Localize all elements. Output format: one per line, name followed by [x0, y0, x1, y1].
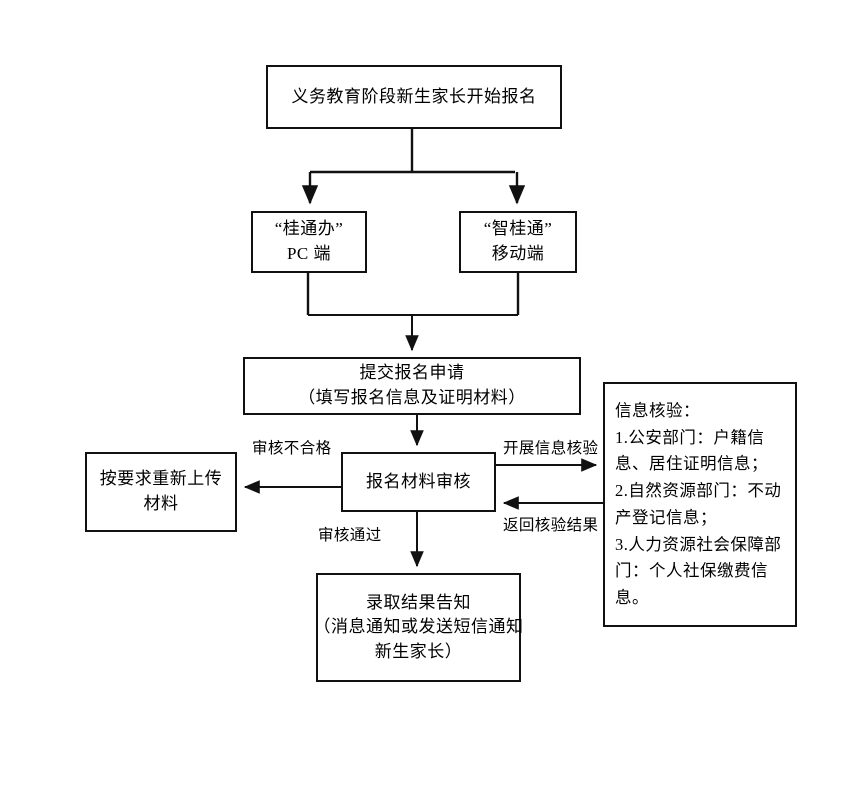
- edge-label-return-verification: 返回核验结果: [503, 517, 599, 534]
- node-channel-pc-line-1: “桂通办”: [274, 219, 344, 239]
- node-submit-application: 提交报名申请 （填写报名信息及证明材料）: [243, 357, 581, 415]
- node-channel-mobile-line-1: “智桂通”: [483, 219, 553, 239]
- edge-label-start-verification: 开展信息核验: [503, 440, 599, 457]
- node-reupload-line-1: 按要求重新上传: [99, 469, 223, 489]
- node-admission-result-notice: 录取结果告知 （消息通知或发送短信通知 新生家长）: [313, 573, 524, 682]
- node-result-line-1: 录取结果告知: [366, 592, 471, 612]
- node-channel-pc-line-2: PC 端: [286, 244, 332, 263]
- node-channel-mobile: “智桂通” 移动端: [459, 211, 577, 273]
- node-start-registration: 义务教育阶段新生家长开始报名: [266, 65, 562, 129]
- node-review-line-1: 报名材料审核: [366, 471, 471, 491]
- node-result-line-2: （消息通知或发送短信通知: [313, 617, 524, 637]
- node-information-verification-panel: 信息核验： 1.公安部门：户籍信息、居住证明信息； 2.自然资源部门：不动产登记…: [603, 382, 797, 627]
- node-submit-line-2: （填写报名信息及证明材料）: [298, 388, 526, 407]
- node-submit-line-1: 提交报名申请: [359, 363, 465, 383]
- verify-panel-line-3: 2.自然资源部门：不动产登记信息；: [615, 481, 782, 527]
- node-material-review: 报名材料审核: [341, 452, 496, 512]
- node-reupload-line-2: 材料: [143, 494, 179, 513]
- verify-panel-line-1: 信息核验：: [615, 401, 700, 420]
- node-start-line-1: 义务教育阶段新生家长开始报名: [291, 86, 537, 106]
- edge-label-review-fail: 审核不合格: [252, 440, 332, 457]
- node-channel-pc: “桂通办” PC 端: [251, 211, 367, 273]
- edge-label-review-pass: 审核通过: [318, 527, 382, 544]
- connector-channels-to-submit: [306, 273, 520, 352]
- node-channel-mobile-line-2: 移动端: [491, 244, 545, 263]
- node-result-line-3: 新生家长）: [374, 641, 463, 661]
- verify-panel-line-2: 1.公安部门：户籍信息、居住证明信息；: [615, 427, 768, 474]
- verify-panel-line-4: 3.人力资源社会保障部门：个人社保缴费信息。: [615, 534, 782, 608]
- connector-start-to-channels: [301, 129, 526, 205]
- node-reupload-materials: 按要求重新上传 材料: [85, 452, 237, 532]
